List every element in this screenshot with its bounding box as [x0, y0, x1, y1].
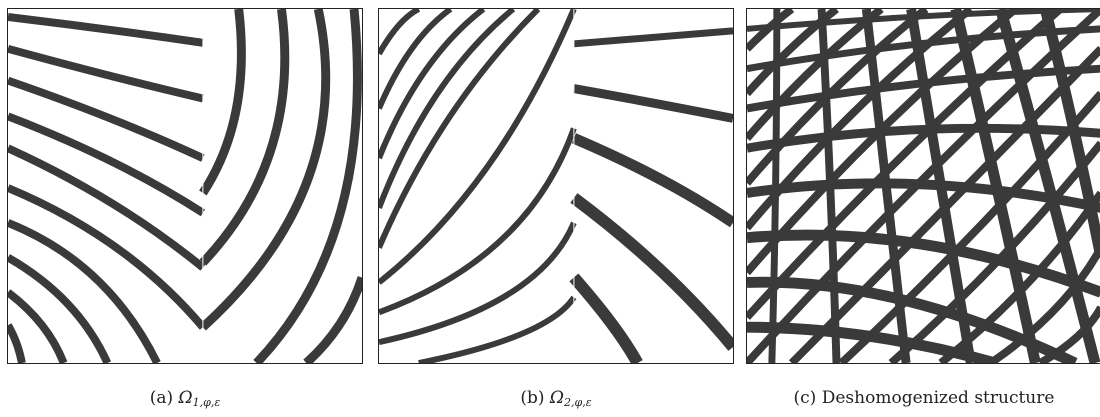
panel-b-image [378, 8, 734, 364]
bar-b-right-1 [573, 27, 733, 48]
bar-b-left-1 [379, 9, 421, 56]
panel-a-image [7, 8, 363, 364]
bar-a-right-3 [199, 9, 331, 331]
bar-a-left-2 [8, 44, 204, 103]
caption-b: (b) Ω2,φ,ε [378, 388, 734, 409]
bar-a-left-10 [8, 323, 26, 363]
panel-c-svg [747, 9, 1100, 363]
bar-a-right-2 [199, 9, 290, 266]
bar-b-left-6 [379, 9, 577, 285]
bar-b-left-5 [379, 9, 541, 249]
bar-a-left-6 [8, 184, 206, 330]
bar-a-left-5 [8, 144, 206, 271]
caption-c: (c) Deshomogenized structure [746, 388, 1100, 408]
bar-a-left-3 [8, 76, 205, 162]
bar-a-left-8 [8, 254, 112, 363]
bar-b-left-9 [418, 295, 577, 363]
bar-b-left-2 [379, 9, 453, 110]
caption-b-symbol: Ω [549, 388, 565, 408]
bar-a-left-4 [8, 112, 206, 217]
caption-b-subscript: 2,φ,ε [564, 396, 592, 409]
bar-a-right-1 [199, 9, 246, 196]
bar-a-right-4 [253, 9, 362, 363]
bar-b-right-3 [571, 133, 733, 228]
panel-a-svg [8, 9, 362, 363]
caption-c-text: Deshomogenized structure [821, 388, 1055, 408]
caption-a-symbol: Ω [178, 388, 193, 408]
panel-b-svg [379, 9, 733, 363]
bar-b-left-7 [379, 127, 577, 316]
caption-a-label: (a) [149, 388, 174, 408]
bar-a-left-9 [8, 289, 68, 363]
bar-b-right-2 [573, 84, 733, 123]
bar-b-left-3 [379, 9, 486, 160]
bar-b-left-4 [379, 9, 516, 209]
bar-b-left-8 [379, 221, 577, 346]
bar-a-left-1 [8, 13, 204, 47]
caption-a-subscript: 1,φ,ε [192, 396, 221, 409]
bar-a-left-7 [8, 219, 161, 363]
bar-a-right-5 [303, 276, 362, 363]
caption-c-label: (c) [793, 388, 817, 408]
panel-c-image [746, 8, 1100, 364]
bar-b-right-5 [569, 273, 643, 363]
caption-b-label: (b) [520, 388, 545, 408]
bar-b-right-4 [570, 193, 733, 351]
caption-a: (a) Ω1,φ,ε [7, 388, 363, 409]
